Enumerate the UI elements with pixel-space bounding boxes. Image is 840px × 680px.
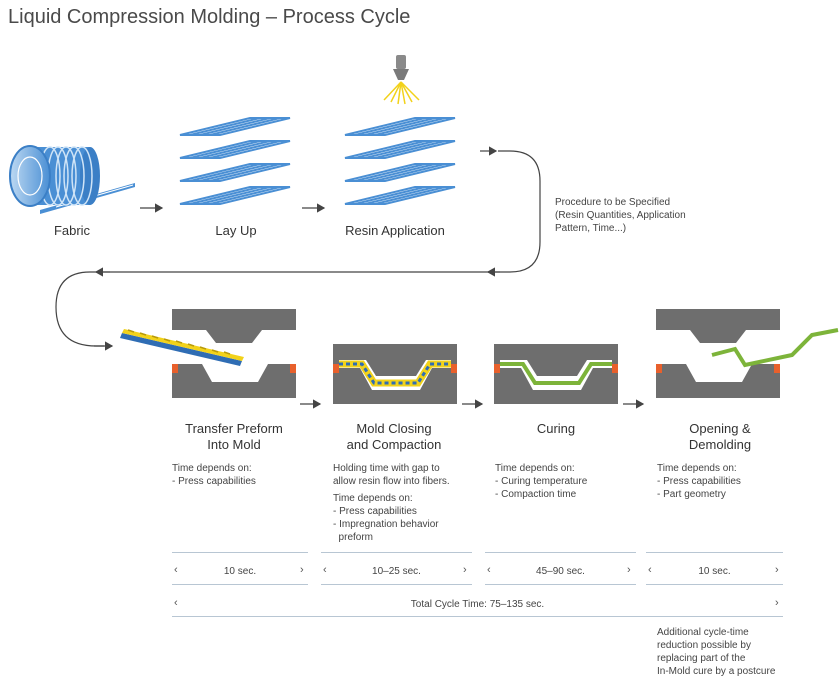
resin-stack-icon [344,117,456,205]
stage-notes-transfer: Time depends on: - Press capabilities [172,463,256,487]
stage-notes-demolding: Time depends on: - Press capabilities - … [657,463,741,500]
footnote: Additional cycle-time reduction possible… [657,627,776,677]
page-title: Liquid Compression Molding – Process Cyc… [8,6,411,28]
mold-transfer-icon [120,309,296,398]
total-cycle-time: Total Cycle Time: 75–135 sec. [410,599,545,610]
stage-title-demolding: Opening &Demolding [688,421,752,452]
duration-value: 10–25 sec. [372,566,421,577]
step-label-fabric: Fabric [53,223,91,238]
duration-value: 10 sec. [223,566,257,577]
mold-closing-icon [333,344,457,404]
chevron-right-icon: › [775,597,779,609]
layup-stack-icon [179,117,291,205]
step-label-layup: Lay Up [215,223,257,238]
duration-value: 45–90 sec. [536,566,585,577]
chevron-right-icon: › [300,564,304,576]
chevron-right-icon: › [463,564,467,576]
chevron-right-icon: › [775,564,779,576]
step-label-resin: Resin Application [345,223,445,238]
mold-demolding-icon [656,309,839,398]
procedure-note: Procedure to be Specified (Resin Quantit… [555,197,686,234]
chevron-left-icon: ‹ [648,564,652,576]
mold-curing-icon [494,344,618,404]
chevron-left-icon: ‹ [323,564,327,576]
chevron-left-icon: ‹ [487,564,491,576]
fabric-roll-icon [9,145,135,214]
chevron-right-icon: › [627,564,631,576]
flow-arrows [55,146,645,409]
chevron-left-icon: ‹ [174,597,178,609]
spray-nozzle-icon [383,55,420,105]
stage-notes-closing: Holding time with gap to allow resin flo… [333,463,450,543]
duration-value: 10 sec. [698,566,731,577]
chevron-left-icon: ‹ [174,564,178,576]
stage-notes-curing: Time depends on: - Curing temperature - … [495,463,588,500]
stage-title-curing: Curing [536,421,576,436]
